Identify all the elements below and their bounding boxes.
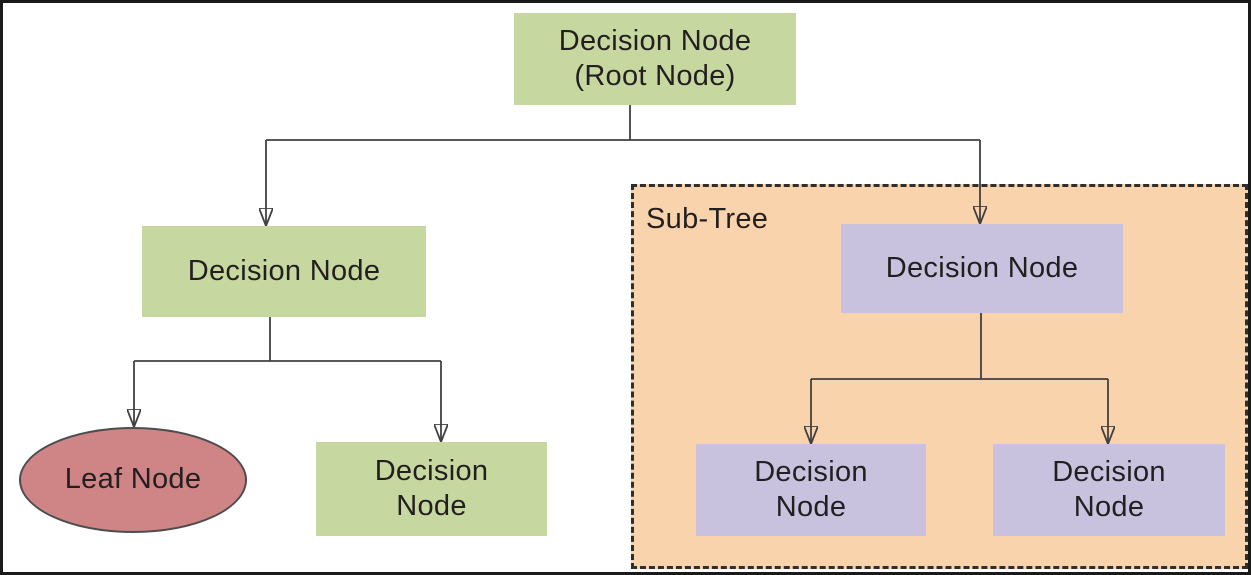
leaf-node-label: Leaf Node [64,463,202,496]
subtree-child-left-node: Decision Node [696,444,926,536]
left-branch-connector [134,317,441,441]
connector-lines [3,105,1248,572]
left-decision-node: Decision Node [142,226,426,317]
subtree-child-right-label-line2: Node [1073,491,1145,523]
bottom-left-decision-label-line1: Decision [374,454,489,487]
subtree-root-label: Decision Node [885,251,1079,284]
subtree-child-left-label-line1: Decision [754,455,868,488]
root-node: Decision Node (Root Node) [514,13,796,105]
root-branch-connector [266,105,980,225]
bottom-left-decision-label-line2: Node [396,490,467,522]
subtree-child-right-node: Decision Node [993,444,1225,536]
bottom-left-decision-node: Decision Node [316,442,547,536]
subtree-root-node: Decision Node [841,224,1123,313]
root-node-label-line1: Decision Node [558,24,752,57]
subtree-child-right-label-line1: Decision [1052,455,1166,488]
left-decision-node-label: Decision Node [187,254,381,287]
root-node-label-line2: (Root Node) [574,60,736,92]
subtree-label: Sub-Tree [646,203,769,235]
subtree-child-left-label-line2: Node [775,491,847,523]
leaf-node: Leaf Node [19,427,247,533]
subtree-branch-connector [811,313,1108,443]
